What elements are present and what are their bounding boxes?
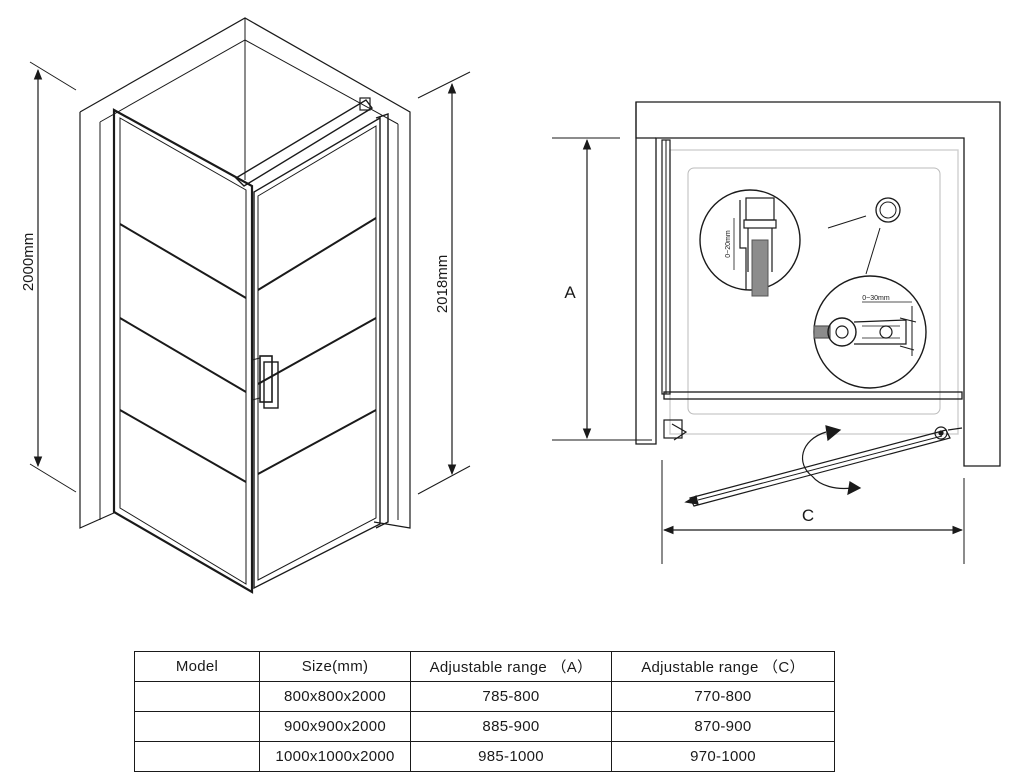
cell-range-a: 885-900 (410, 711, 612, 742)
cell-size: 900x900x2000 (259, 711, 411, 742)
plan-view (552, 101, 1001, 564)
cell-size: 1000x1000x2000 (259, 741, 411, 772)
col-header-size: Size(mm) (259, 651, 411, 682)
range-left-label: 0~20mm (725, 230, 732, 258)
table-row: 1000x1000x2000 985-1000 970-1000 (134, 741, 835, 772)
cell-model (134, 711, 260, 742)
height-right-label: 2018mm (434, 255, 451, 313)
height-left-label: 2000mm (20, 233, 37, 291)
cell-range-a: 785-800 (410, 681, 612, 712)
cell-model (134, 741, 260, 772)
col-header-range-a: Adjustable range （A） (410, 651, 612, 682)
table-row: 900x900x2000 885-900 870-900 (134, 711, 835, 742)
dimension-a-label: A (564, 283, 576, 302)
dimension-c-label: C (802, 506, 814, 525)
isometric-view (29, 17, 471, 594)
table-row: 800x800x2000 785-800 770-800 (134, 681, 835, 712)
cell-range-c: 970-1000 (611, 741, 835, 772)
spec-table: Model Size(mm) Adjustable range （A） Adju… (134, 651, 835, 772)
range-right-label: 0~30mm (862, 295, 890, 302)
cell-size: 800x800x2000 (259, 681, 411, 712)
cell-range-a: 985-1000 (410, 741, 612, 772)
cell-range-c: 870-900 (611, 711, 835, 742)
col-header-range-c: Adjustable range （C） (611, 651, 835, 682)
cell-range-c: 770-800 (611, 681, 835, 712)
shower-enclosure-drawing: 2000mm 2018mm (20, 17, 1001, 594)
table-header-row: Model Size(mm) Adjustable range （A） Adju… (134, 651, 835, 682)
col-header-model: Model (134, 651, 260, 682)
cell-model (134, 681, 260, 712)
